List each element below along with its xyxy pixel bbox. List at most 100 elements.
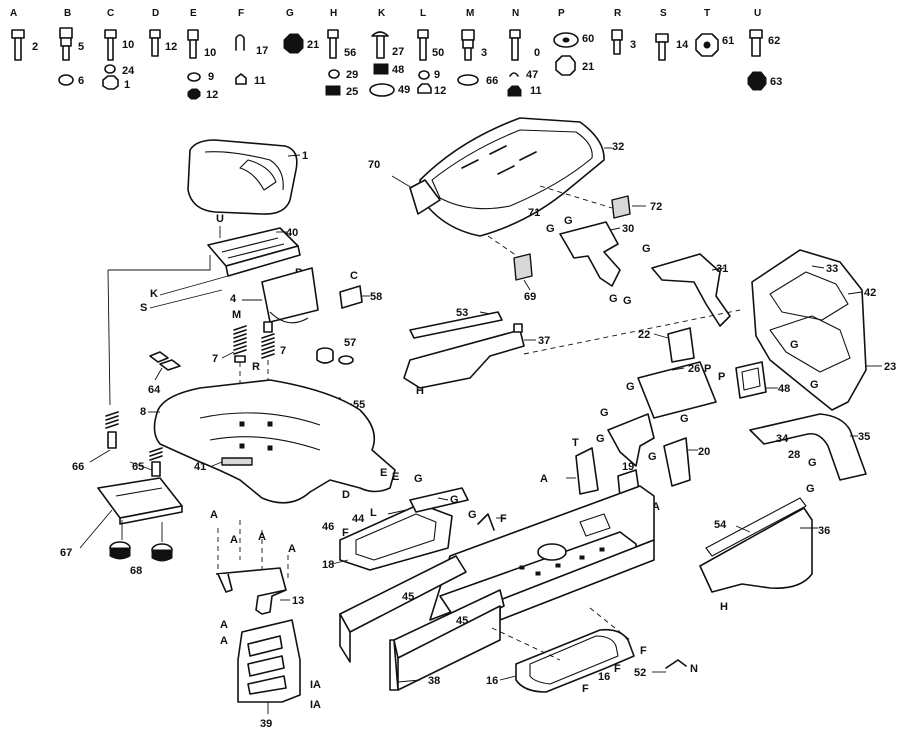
callout-30: 30 [622,223,634,235]
bolt-icon [749,29,763,57]
hw-label-21: 21 [307,39,319,51]
callout-s: S [140,302,147,314]
hardware-letter-p: P [558,8,565,19]
hw-label-21b: 21 [582,61,594,73]
callout-a5: A [220,619,228,631]
hardware-letter-u: U [754,8,761,19]
hw-label-60: 60 [582,33,594,45]
hw-label-56: 56 [344,47,356,59]
hw-label-3b: 3 [630,39,636,51]
hardware-letter-g: G [286,8,294,19]
hood-assembly: 70 32 72 71 69 G G 30 G G G 31 33 42 23 [368,117,896,411]
washer-icon [328,69,340,79]
callout-h1: H [416,385,424,397]
callout-16: 16 [486,675,498,687]
flange-nut-icon [283,33,304,54]
callout-g6: G [626,381,635,393]
shoulder-bolt-icon [655,33,669,61]
hw-label-6: 6 [78,75,84,87]
bolt-icon [104,29,117,61]
hw-label-11: 11 [254,75,266,87]
hw-label-5: 5 [78,41,84,53]
callout-20: G [600,407,609,419]
callout-g10: 34 [776,433,789,445]
hardware-letter-n: N [512,8,519,19]
callout-m: M [232,309,241,321]
callout-g1: G [546,223,555,235]
nut-icon [747,71,767,91]
callout-72: 72 [650,201,662,213]
callout-48: 23 [884,361,896,373]
callout-8: 8 [140,406,146,418]
callout-33: 33 [826,263,838,275]
hardware-letter-k: K [378,8,386,19]
callout-69: 69 [524,291,536,303]
callout-23: 48 [778,383,790,395]
hardware-letter-h: H [330,8,337,19]
callout-g12: G [808,457,817,469]
hw-label-14: 14 [676,39,689,51]
callout-t2: G [596,433,605,445]
callout-54: 54 [714,519,727,531]
bolt-icon [327,29,339,59]
callout-d: D [342,489,350,501]
bolt-icon [149,29,161,57]
hardware-letter-f: F [238,8,244,19]
callout-18: F [342,527,349,539]
callout-g11: 28 [788,449,800,461]
callout-l2: G [468,509,477,521]
callout-26: 26 [688,363,700,375]
callout-40: 40 [286,227,298,239]
hardware-letter-s: S [660,8,667,19]
callout-g2: G [564,215,573,227]
callout-a1: A [210,509,218,521]
clip-icon [235,34,245,51]
washer-icon [457,74,479,86]
callout-c: C [350,270,358,282]
hardware-letter-d: D [152,8,159,19]
hw-label-2: 2 [32,41,38,53]
callout-44: G [450,494,459,506]
callout-g5: G [642,243,651,255]
hw-label-27: 27 [392,46,404,58]
callout-ia2: IA [310,699,321,711]
callout-70: 70 [368,159,380,171]
callout-41: 41 [194,461,206,473]
callout-a8: 19 [622,461,634,473]
callout-65: 65 [132,461,144,473]
lock-washer-icon [104,64,116,74]
spring-clip-icon [509,72,519,77]
callout-g13: G [806,483,815,495]
hw-label-66: 66 [486,75,498,87]
callout-57: 57 [344,337,356,349]
hw-label-47: 47 [526,69,538,81]
callout-13: 13 [292,595,304,607]
hw-label-62: 62 [768,35,780,47]
callout-31: 31 [716,263,728,275]
hw-label-11b: 11 [530,85,542,97]
callout-t1: G [648,451,657,463]
callout-h2: H [720,601,728,613]
hw-label-3: 3 [481,47,487,59]
callout-39: 39 [260,718,272,730]
washer-icon [187,72,201,82]
callout-58: 58 [370,291,382,303]
callout-g9: G [790,339,799,351]
callout-r: R [252,361,260,373]
callout-64: 64 [148,384,161,396]
square-nut-icon [325,85,341,96]
callout-g4: G [623,295,632,307]
frame-rails: 53 37 H 22 26 G G P P 48 G G G 20 G G [403,307,870,613]
callout-a2: A [230,534,238,546]
bolt-icon [59,27,73,61]
hardware-legend: A B C D E F G H K L M N P R S T U 2 5 6 [10,8,782,101]
callout-68: 68 [130,565,142,577]
bolt-icon [187,29,199,59]
callout-a7: T [572,437,579,449]
seat-assembly: 1 U 40 B 4 C 58 K S M 7 7 R [60,139,399,730]
callout-g8: G [810,379,819,391]
flange-nut-icon [555,55,576,76]
hw-label-25: 25 [346,86,358,98]
hw-label-24: 24 [122,65,135,77]
